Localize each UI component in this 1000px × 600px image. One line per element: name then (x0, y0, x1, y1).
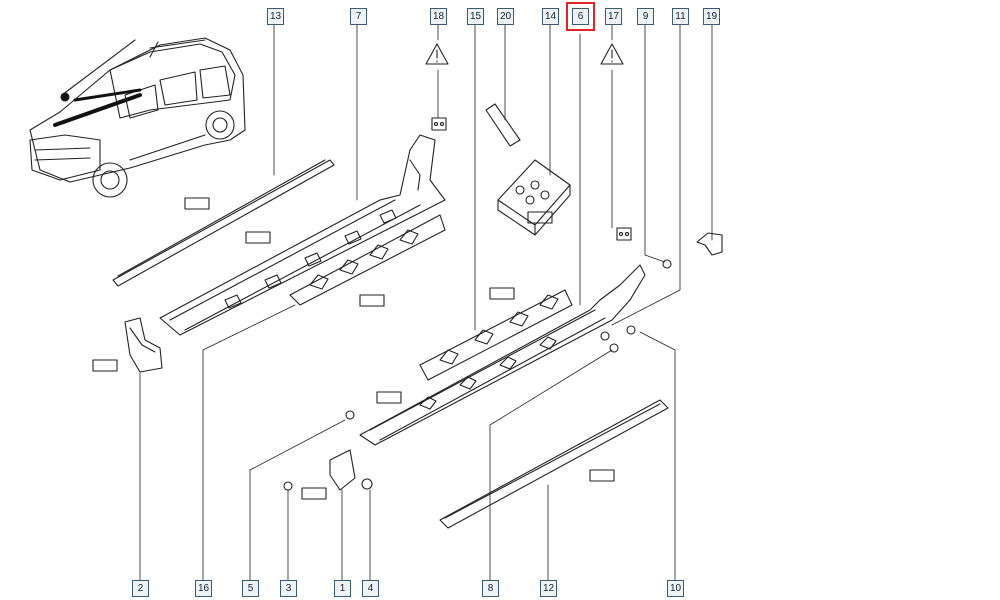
part-18-plate (431, 117, 447, 131)
part-label-box (301, 487, 327, 500)
lower-small-parts (283, 259, 672, 500)
callout-8[interactable]: 8 (482, 580, 499, 597)
callout-11[interactable]: 11 (672, 8, 689, 25)
callout-12[interactable]: 12 (540, 580, 557, 597)
part-14-clip-box (497, 159, 571, 236)
callout-20[interactable]: 20 (497, 8, 514, 25)
part-2-bracket (92, 317, 163, 373)
callout-6-highlighted[interactable]: 6 (566, 2, 595, 31)
callout-1[interactable]: 1 (334, 580, 351, 597)
part-3-screw (283, 481, 293, 491)
warning-triangle-icon (600, 43, 624, 65)
part-label-box (527, 211, 553, 224)
part-17-plate (616, 227, 632, 241)
part-label-box (92, 359, 118, 372)
callout-13[interactable]: 13 (267, 8, 284, 25)
callout-10[interactable]: 10 (667, 580, 684, 597)
part-5-clip (345, 410, 355, 420)
part-label-box (184, 197, 210, 210)
callout-3[interactable]: 3 (280, 580, 297, 597)
part-7-sill-panel (159, 134, 446, 336)
part-label-box (589, 469, 615, 482)
callout-16[interactable]: 16 (195, 580, 212, 597)
callout-15[interactable]: 15 (467, 8, 484, 25)
part-12-trim (439, 399, 669, 529)
callout-18[interactable]: 18 (430, 8, 447, 25)
part-1-bracket (329, 449, 356, 491)
part-20-piece (485, 103, 521, 147)
callout-2[interactable]: 2 (132, 580, 149, 597)
part-16-bracket-rail (289, 214, 446, 307)
part-label-box (376, 391, 402, 404)
vehicle-illustration (29, 37, 246, 198)
callout-19[interactable]: 19 (703, 8, 720, 25)
warning-triangle-icon (425, 43, 449, 65)
part-19-piece (696, 232, 723, 256)
leader-lines (139, 23, 713, 581)
part-15-rail (419, 287, 573, 381)
callout-5[interactable]: 5 (242, 580, 259, 597)
part-13-trim-strip (112, 159, 335, 287)
callout-7[interactable]: 7 (350, 8, 367, 25)
callout-4[interactable]: 4 (362, 580, 379, 597)
part-6-sill (359, 264, 646, 446)
callout-14[interactable]: 14 (542, 8, 559, 25)
part-label-box (489, 287, 515, 300)
part-4-nut (361, 478, 373, 490)
part-label-box (359, 294, 385, 307)
callout-9[interactable]: 9 (637, 8, 654, 25)
callout-17[interactable]: 17 (605, 8, 622, 25)
part-label-box (245, 231, 271, 244)
